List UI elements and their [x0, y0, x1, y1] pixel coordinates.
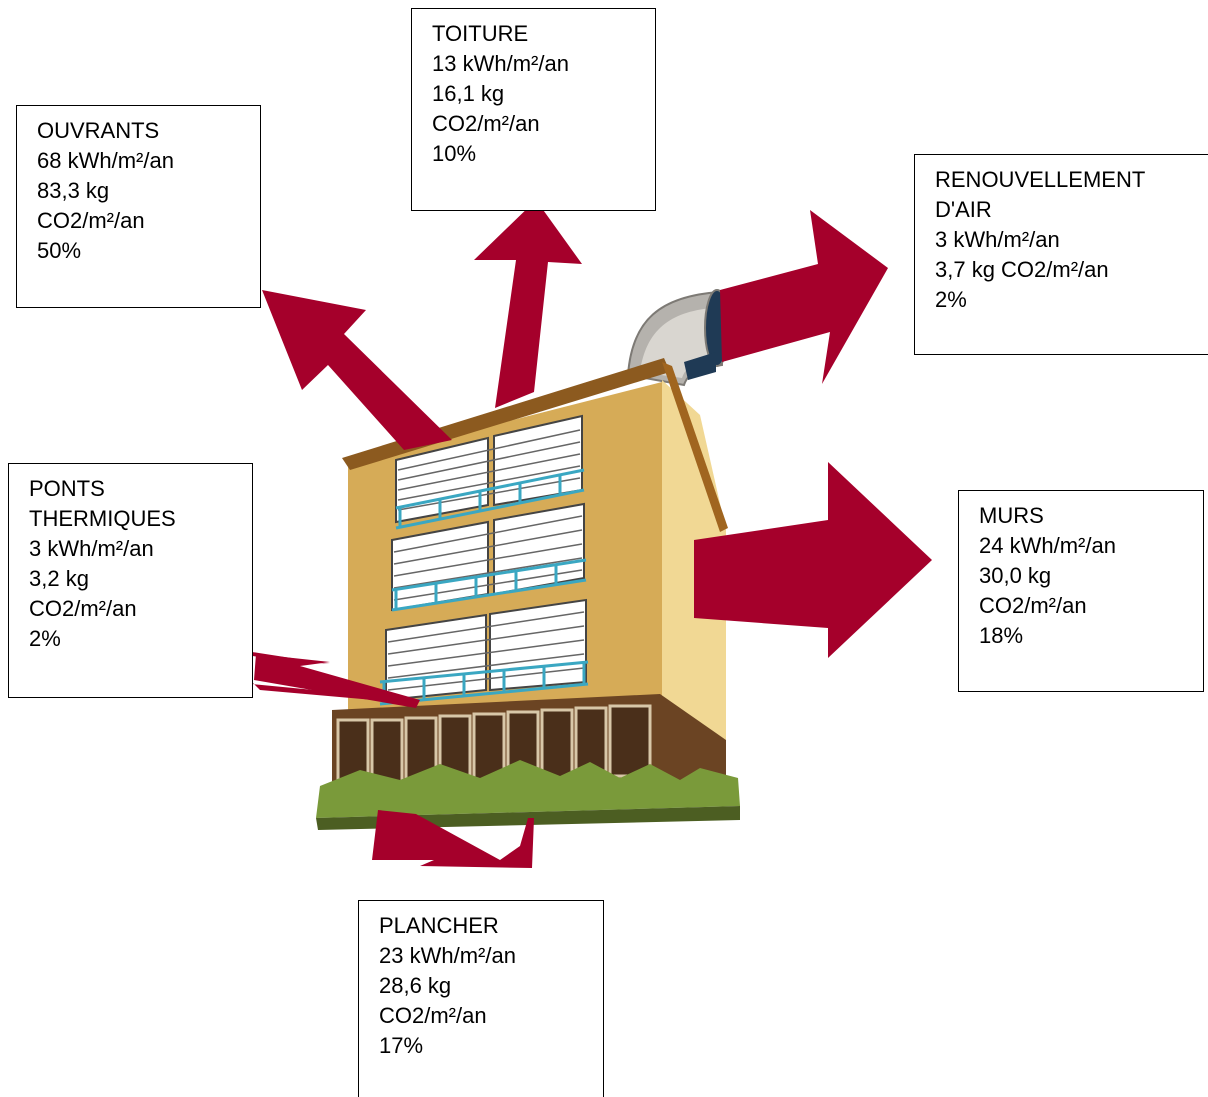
box-ponts-thermiques: PONTS THERMIQUES 3 kWh/m²/an 3,2 kg CO2/… [8, 463, 253, 698]
ouvrants-title: OUVRANTS [37, 118, 160, 143]
arrow-murs [694, 462, 932, 658]
toiture-title: TOITURE [432, 21, 529, 46]
arrow-renouvellement [720, 210, 888, 384]
arrow-ponts-thermiques [252, 652, 418, 704]
murs-energy: 24 kWh/m²/an [979, 533, 1116, 558]
ouvrants-energy: 68 kWh/m²/an [37, 148, 174, 173]
toiture-energy: 13 kWh/m²/an [432, 51, 569, 76]
ponts-title-1: PONTS [29, 476, 105, 501]
toiture-co2-unit: CO2/m²/an [432, 111, 540, 136]
box-toiture: TOITURE 13 kWh/m²/an 16,1 kg CO2/m²/an 1… [411, 8, 656, 211]
box-ouvrants: OUVRANTS 68 kWh/m²/an 83,3 kg CO2/m²/an … [16, 105, 261, 308]
renouvellement-energy: 3 kWh/m²/an [935, 227, 1060, 252]
murs-co2-value: 30,0 kg [979, 563, 1052, 588]
ponts-co2-value: 3,2 kg [29, 566, 89, 591]
murs-co2-unit: CO2/m²/an [979, 593, 1087, 618]
ouvrants-percent: 50% [37, 238, 82, 263]
toiture-percent: 10% [432, 141, 477, 166]
ponts-energy: 3 kWh/m²/an [29, 536, 154, 561]
heat-loss-arrows [252, 200, 932, 868]
plancher-percent: 17% [379, 1033, 424, 1058]
renouvellement-co2: 3,7 kg CO2/m²/an [935, 257, 1109, 282]
ponts-co2-unit: CO2/m²/an [29, 596, 137, 621]
plancher-energy: 23 kWh/m²/an [379, 943, 516, 968]
ouvrants-co2-value: 83,3 kg [37, 178, 110, 203]
box-plancher: PLANCHER 23 kWh/m²/an 28,6 kg CO2/m²/an … [358, 900, 604, 1097]
ouvrants-co2-unit: CO2/m²/an [37, 208, 145, 233]
balcony-railings [379, 468, 589, 706]
ponts-percent: 2% [29, 626, 61, 651]
box-murs: MURS 24 kWh/m²/an 30,0 kg CO2/m²/an 18% [958, 490, 1204, 692]
renouvellement-title-1: RENOUVELLEMENT [935, 167, 1146, 192]
box-renouvellement-air: RENOUVELLEMENT D'AIR 3 kWh/m²/an 3,7 kg … [914, 154, 1208, 355]
renouvellement-title-2: D'AIR [935, 197, 992, 222]
plancher-title: PLANCHER [379, 913, 499, 938]
plancher-co2-unit: CO2/m²/an [379, 1003, 487, 1028]
plancher-co2-value: 28,6 kg [379, 973, 452, 998]
arrow-ouvrants [262, 290, 452, 450]
arrow-plancher [372, 810, 534, 868]
arrow-toiture [474, 200, 582, 408]
ponts-title-2: THERMIQUES [29, 506, 176, 531]
murs-percent: 18% [979, 623, 1024, 648]
toiture-co2-value: 16,1 kg [432, 81, 505, 106]
window-slats [387, 429, 585, 691]
renouvellement-percent: 2% [935, 287, 967, 312]
building-roof-side [662, 362, 728, 532]
murs-title: MURS [979, 503, 1044, 528]
